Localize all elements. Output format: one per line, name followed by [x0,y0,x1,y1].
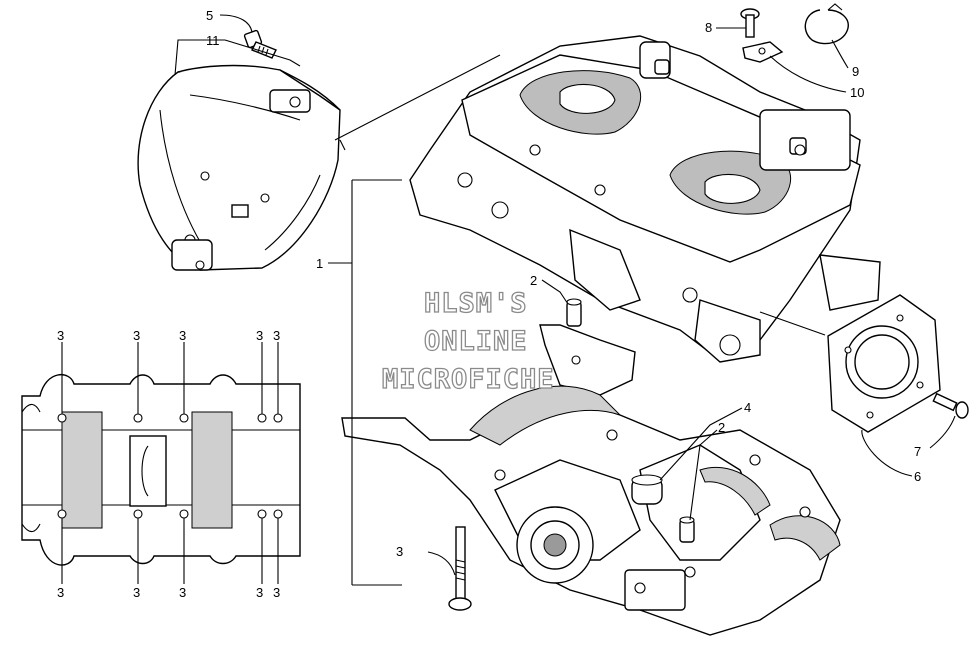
callout-4: 4 [744,400,751,415]
callout-3-top: 3 [273,328,280,343]
leader-lines [61,14,956,586]
lower-crankcase [341,324,841,636]
callout-3-top: 3 [256,328,263,343]
upper-crankcase [409,35,881,363]
callout-10: 10 [850,85,864,100]
callout-2-lower: 2 [718,420,725,435]
callout-1: 1 [316,256,323,271]
callout-9: 9 [852,64,859,79]
watermark: HLSM'S ONLINE MICROFICHE [381,287,555,395]
bolt-3-long [448,526,472,611]
clamp-9 [804,3,849,45]
callout-3-bottom: 3 [256,585,263,600]
callout-7: 7 [914,444,921,459]
bracket-10 [742,41,784,63]
callout-3-bottom: 3 [179,585,186,600]
bolt-7 [932,392,969,419]
callout-3-bolt: 3 [396,544,403,559]
crankcase-bottom-view [21,373,301,566]
callout-5: 5 [206,8,213,23]
callout-3-top: 3 [57,328,64,343]
callout-3-bottom: 3 [57,585,64,600]
callout-3-bottom: 3 [273,585,280,600]
dowel-2-lower [679,516,695,543]
callout-11: 11 [206,33,220,48]
bolt-8 [740,8,760,38]
watermark-line-2: ONLINE [424,326,528,357]
callout-8: 8 [705,20,712,35]
flange-plate-6 [827,294,941,433]
callout-2-upper: 2 [530,273,537,288]
bushing-4 [631,474,663,505]
callout-labels: 5 11 8 9 10 1 2 4 2 3 7 6 3 3 3 3 3 3 3 … [57,8,921,600]
callout-3-bottom: 3 [133,585,140,600]
callout-3-top: 3 [133,328,140,343]
callout-6: 6 [914,469,921,484]
callout-3-top: 3 [179,328,186,343]
dowel-2-upper [566,298,582,365]
watermark-line-3: MICROFICHE [382,364,555,395]
magneto-cover [137,64,341,271]
watermark-line-1: HLSM'S [424,288,528,319]
